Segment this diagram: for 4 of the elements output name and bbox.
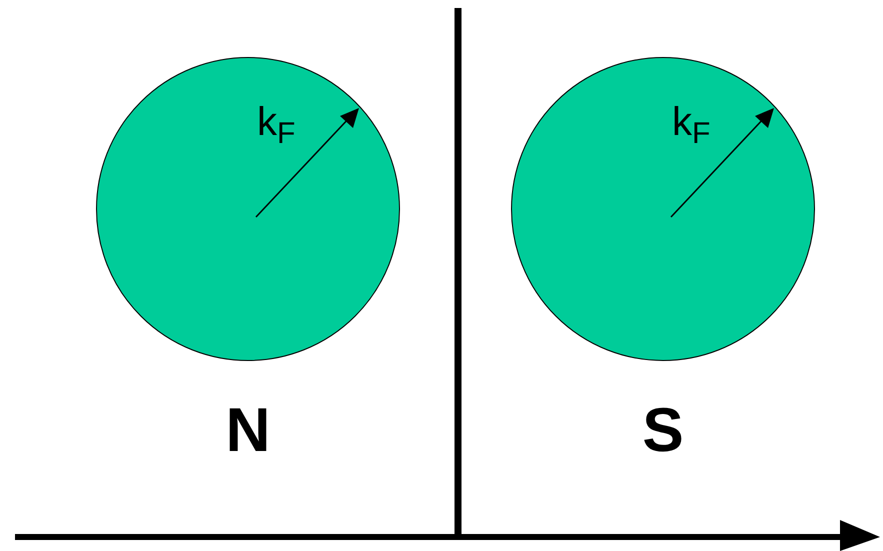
- region-label: S: [641, 400, 685, 462]
- region-label: N: [224, 400, 272, 462]
- wave-vector-label: k$_{F}$: [672, 102, 710, 142]
- wave-vector-label: k$_{F}$: [257, 102, 296, 142]
